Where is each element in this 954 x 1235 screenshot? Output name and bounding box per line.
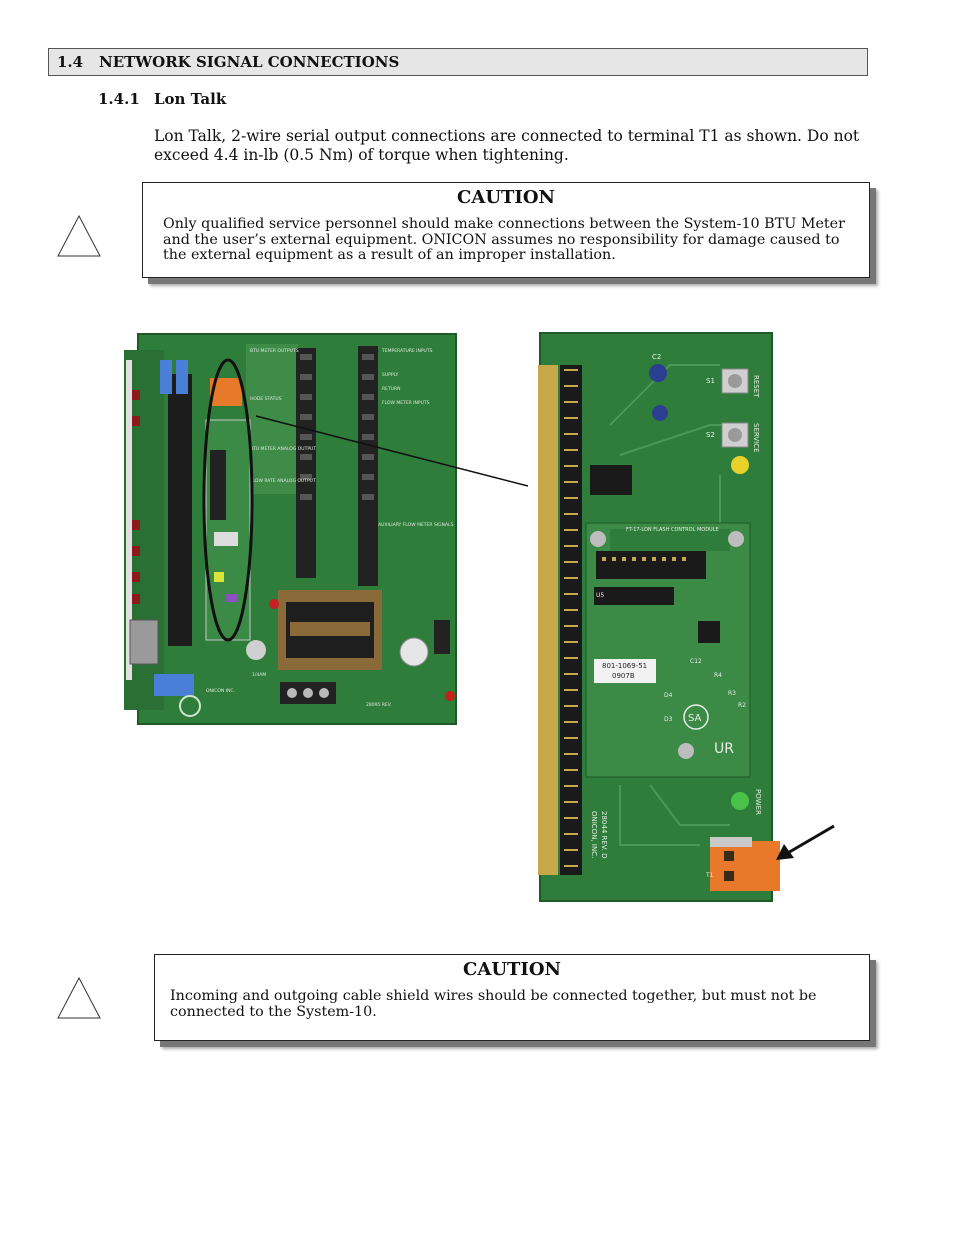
caution-heading: CAUTION [463,959,561,980]
board-label: ONICON INC. [206,688,235,694]
section-heading: 1.4 NETWORK SIGNAL CONNECTIONS [48,48,868,76]
board-label: 28095 REV. [366,702,392,708]
caution-text: Incoming and outgoing cable shield wires… [170,988,860,1020]
board-label: BTU METER ANALOG OUTPUT [250,446,316,452]
caution-line: and the user’s external equipment. ONICO… [163,231,840,248]
caution-line: Only qualified service personnel should … [163,216,845,232]
caution-text: Only qualified service personnel should … [163,216,853,264]
intro-paragraph: Lon Talk, 2-wire serial output connectio… [154,127,860,164]
part-number-label: 801-1069-51 [602,662,647,670]
ur-mark: UR [714,741,734,757]
csa-mark: SA [688,713,702,724]
lot-number-label: 0907B [612,672,635,680]
module-label: C12 [690,658,702,665]
lon-module-photo: C2 S1 S2 RESET SERVICE FT-17-LON FLASH C… [530,325,780,905]
module-label: R4 [714,672,722,679]
board-label: FLOW RATE ANALOG OUTPUT [250,478,316,484]
module-label: RESET [752,375,760,398]
terminal-label: T1 [705,872,714,879]
module-label: R2 [738,702,746,709]
board-label: BTU METER OUTPUTS [250,348,299,354]
module-label: D4 [664,692,673,699]
board-label: HODE STATUS [250,396,282,402]
board-label: TEMPERATURE INPUTS [381,348,433,354]
caution-box-2: CAUTION Incoming and outgoing cable shie… [154,954,870,1041]
warning-triangle-icon [57,976,101,1019]
module-label: 28044 REV. D [600,811,608,859]
module-label: ONICON, INC. [590,811,598,858]
module-label: S1 [706,377,715,385]
caution-box-1: CAUTION Only qualified service personnel… [142,182,870,278]
caution-line: the external equipment as a result of an… [163,247,616,263]
subsection-number: 1.4.1 [98,90,140,108]
module-label: D3 [664,716,673,723]
section-number: 1.4 [57,53,84,71]
board-label: AUXILIARY FLOW METER SIGNALS [378,522,454,528]
terminal-arrow-icon [776,824,835,860]
board-label: SUPPLY [382,372,398,378]
caution-heading: CAUTION [457,187,555,208]
section-title: NETWORK SIGNAL CONNECTIONS [99,53,400,71]
warning-triangle-icon [57,214,101,257]
subsection-title: Lon Talk [154,90,227,108]
board-label: RETURN [382,386,401,392]
pointer-line [255,415,529,487]
module-label: FT-17-LON FLASH CONTROL MODULE [626,527,719,533]
module-label: POWER [754,789,762,815]
board-label: FLOW METER INPUTS [382,400,430,406]
module-label: U5 [596,592,604,599]
caution-line: Incoming and outgoing cable shield wires… [170,988,817,1004]
module-label: R3 [728,690,736,697]
caution-line: connected to the System-10. [170,1003,377,1020]
module-label: C2 [652,353,661,361]
board-label: 1/4AM [252,672,266,678]
main-board-photo: BTU METER OUTPUTS HODE STATUS BTU METER … [110,320,470,740]
module-label: S2 [706,431,715,439]
module-label: SERVICE [752,423,760,453]
